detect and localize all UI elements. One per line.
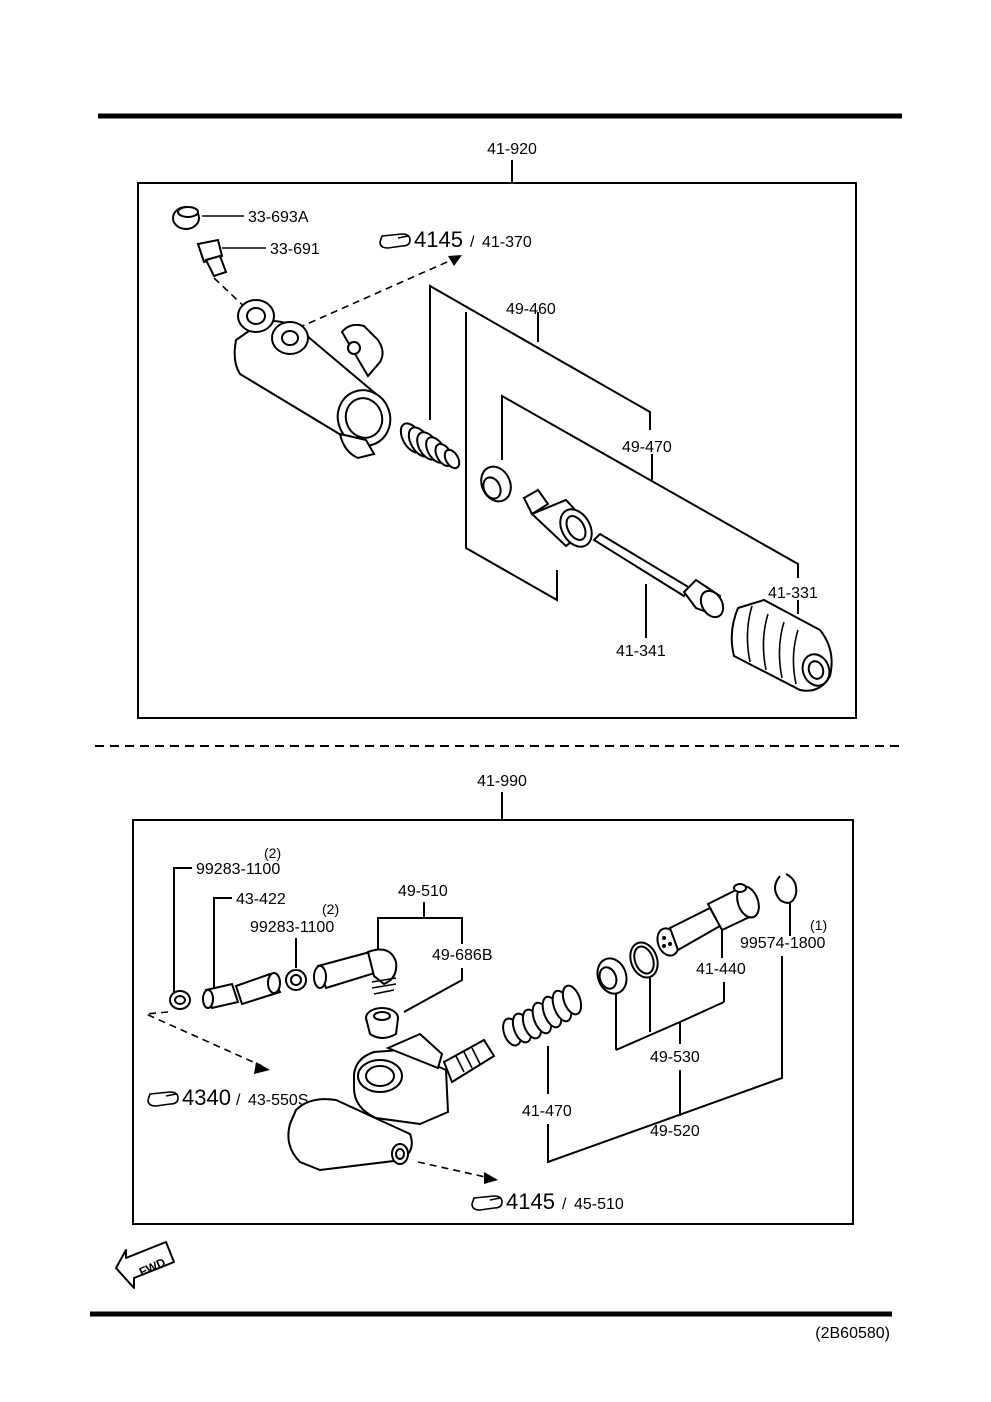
reference-bottom-slash: / — [562, 1196, 567, 1213]
label-piston[interactable]: 41-440 — [696, 961, 746, 978]
fwd-arrow-icon: FWD — [115, 1241, 175, 1289]
bleeder-screw[interactable] — [196, 238, 228, 278]
reference-upper-part[interactable]: 41-370 — [482, 234, 532, 251]
snap-ring[interactable] — [774, 873, 798, 904]
lower-assembly-box — [132, 819, 854, 1225]
dust-boot[interactable] — [730, 598, 834, 692]
piston-lower[interactable] — [654, 883, 763, 959]
reference-bottom-number[interactable]: 4145 — [506, 1189, 555, 1214]
piston-upper[interactable] — [522, 488, 598, 552]
reference-bottom[interactable]: 4145 / 45-510 — [471, 1189, 624, 1214]
hose-clip-b[interactable] — [285, 969, 307, 991]
reference-upper-slash: / — [470, 234, 475, 251]
label-kit-inner[interactable]: 49-470 — [622, 439, 672, 456]
reference-left-number[interactable]: 4340 — [182, 1085, 231, 1110]
hose-clip-a[interactable] — [169, 990, 191, 1010]
o-ring[interactable] — [626, 939, 663, 982]
reservoir-bush[interactable] — [365, 1007, 399, 1039]
label-hose-joint[interactable]: 43-422 — [236, 891, 286, 908]
reference-bottom-part[interactable]: 45-510 — [574, 1196, 624, 1213]
label-kit-outer[interactable]: 49-460 — [506, 301, 556, 318]
cup-seal-upper[interactable] — [476, 462, 517, 506]
label-reservoir-kit[interactable]: 49-510 — [398, 883, 448, 900]
label-seal-kit[interactable]: 49-530 — [650, 1049, 700, 1066]
hose-joint[interactable] — [202, 972, 282, 1010]
label-piston-kit[interactable]: 49-520 — [650, 1123, 700, 1140]
reference-left-slash: / — [236, 1092, 241, 1109]
pointing-hand-icon — [379, 233, 411, 249]
spring-lower[interactable] — [500, 983, 585, 1048]
label-spring[interactable]: 41-470 — [522, 1103, 572, 1120]
pointing-hand-icon — [147, 1091, 179, 1107]
fwd-label: FWD — [137, 1255, 168, 1279]
master-cylinder-stud[interactable] — [442, 1038, 496, 1084]
label-boot[interactable]: 41-331 — [768, 585, 818, 602]
label-clip-b-qty[interactable]: (2) — [322, 901, 339, 917]
label-bleeder-screw[interactable]: 33-691 — [270, 241, 320, 258]
reference-left-part[interactable]: 43-550S — [248, 1092, 309, 1109]
assembly-label-lower[interactable]: 41-990 — [477, 773, 527, 790]
diagram-code: (2B60580) — [815, 1325, 890, 1342]
reservoir-fitting[interactable] — [313, 948, 398, 995]
spring-upper[interactable] — [396, 420, 462, 471]
reference-upper[interactable]: 4145 / 41-370 — [379, 227, 532, 252]
label-clip-a[interactable]: 99283-1100 — [196, 861, 280, 878]
pointing-hand-icon — [471, 1195, 503, 1211]
assembly-label-upper[interactable]: 41-920 — [487, 141, 537, 158]
bleeder-cap[interactable] — [172, 206, 200, 230]
lower-assembly: 41-990 (2) 99283-1100 43-422 (2) 99283-1… — [132, 773, 854, 1225]
label-snap-ring[interactable]: 99574-1800 — [740, 935, 826, 952]
reference-left[interactable]: 4340 / 43-550S — [147, 1085, 309, 1110]
master-cylinder-body[interactable] — [287, 1032, 450, 1172]
label-snap-ring-qty[interactable]: (1) — [810, 917, 827, 933]
label-reservoir-bush[interactable]: 49-686B — [432, 947, 493, 964]
reference-upper-number[interactable]: 4145 — [414, 227, 463, 252]
push-rod[interactable] — [592, 532, 728, 621]
label-clip-a-qty[interactable]: (2) — [264, 845, 281, 861]
label-clip-b[interactable]: 99283-1100 — [250, 919, 334, 936]
upper-assembly: 41-920 33-693A 33-691 4145 / 41-370 — [137, 141, 857, 719]
slave-cylinder-body[interactable] — [233, 299, 398, 460]
label-push-rod[interactable]: 41-341 — [616, 643, 666, 660]
label-bleeder-cap[interactable]: 33-693A — [248, 209, 309, 226]
upper-assembly-box — [137, 182, 857, 719]
seal-cup-lower[interactable] — [593, 954, 632, 997]
